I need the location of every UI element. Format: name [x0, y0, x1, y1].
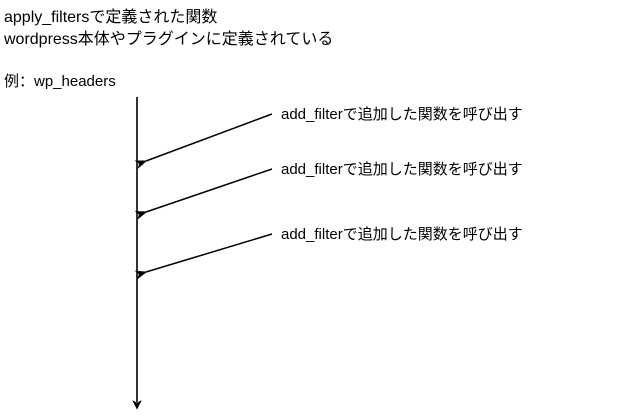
callback-annotation-1: add_filterで追加した関数を呼び出す — [281, 106, 523, 123]
callback-arrow-2 — [134, 168, 273, 220]
header-line-1: apply_filtersで定義された関数 — [4, 9, 218, 26]
example-label: 例：wp_headers — [4, 73, 116, 90]
callback-arrow-3 — [134, 233, 273, 280]
callback-annotation-2: add_filterで追加した関数を呼び出す — [281, 161, 523, 178]
callback-arrow-1 — [134, 113, 273, 169]
callback-annotation-3: add_filterで追加した関数を呼び出す — [281, 226, 523, 243]
header-line-2: wordpress本体やプラグインに定義されている — [4, 31, 334, 48]
